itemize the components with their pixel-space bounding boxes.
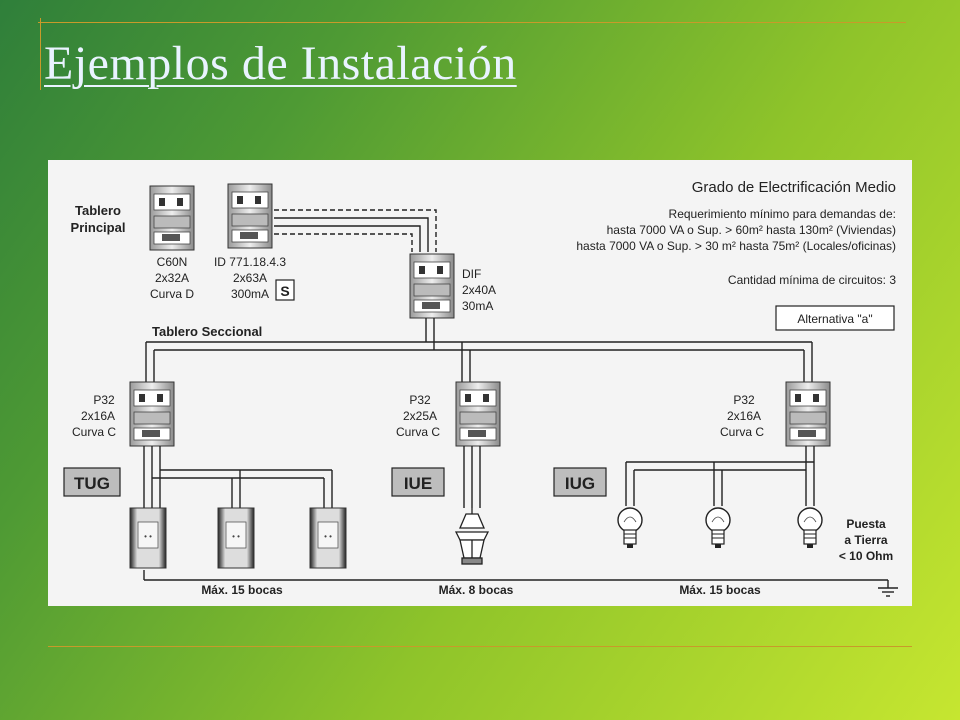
bulb-icon-2 — [705, 507, 731, 549]
bulb-icon-3 — [797, 507, 823, 549]
max-iue-label: Máx. 8 bocas — [439, 583, 514, 597]
p32-iue-label-1: P32 — [409, 393, 431, 407]
circuit-iug-box — [553, 467, 607, 497]
p32-iue-breaker — [455, 381, 501, 447]
tablero-principal-line-2: Principal — [71, 220, 126, 235]
circuit-iue-box — [391, 467, 445, 497]
p32-tug-breaker — [129, 381, 175, 447]
left-rule — [40, 18, 41, 90]
diagram-heading: Grado de Electrificación Medio — [692, 179, 896, 196]
top-rule — [38, 22, 906, 23]
circuit-iug-label: IUG — [565, 474, 595, 493]
circuit-iue-label: IUE — [404, 474, 432, 493]
c60n-label-3: Curva D — [150, 287, 194, 301]
p32-iug-label-2: 2x16A — [727, 409, 761, 423]
c60n-breaker — [149, 185, 195, 251]
alternative-box — [775, 305, 895, 331]
requirement-line-2: hasta 7000 VA o Sup. > 60m² hasta 130m² … — [607, 223, 896, 237]
s-mark: S — [280, 283, 289, 299]
socket-outlet-3 — [309, 507, 347, 569]
dif-label-3: 30mA — [462, 299, 493, 313]
alternative-label: Alternativa "a" — [797, 312, 872, 326]
branch-wiring — [143, 446, 898, 597]
max-iug-label: Máx. 15 bocas — [679, 583, 761, 597]
max-tug-label: Máx. 15 bocas — [201, 583, 283, 597]
p32-iue-label-3: Curva C — [396, 425, 440, 439]
c60n-label-2: 2x32A — [155, 271, 189, 285]
p32-iug-breaker — [785, 381, 831, 447]
circuit-tug-label: TUG — [74, 474, 110, 493]
ground-label-2: a Tierra — [844, 533, 887, 547]
tablero-principal-line-1: Tablero — [75, 203, 121, 218]
p32-iug-label-3: Curva C — [720, 425, 764, 439]
electrical-installation-diagram: • • Grado de Electrificación Medio Reque… — [48, 160, 912, 606]
bottom-rule — [48, 646, 912, 647]
p32-tug-label-3: Curva C — [72, 425, 116, 439]
s-mark-box — [275, 279, 295, 301]
p32-iue-label-2: 2x25A — [403, 409, 437, 423]
id-label-2: 2x63A — [233, 271, 267, 285]
dif-breaker — [409, 253, 455, 319]
c60n-label-1: C60N — [157, 255, 188, 269]
min-circuits-label: Cantidad mínima de circuitos: 3 — [728, 273, 896, 287]
bulb-icon-1 — [617, 507, 643, 549]
dif-label-1: DIF — [462, 267, 481, 281]
circuit-tug-box — [63, 467, 121, 497]
p32-tug-label-1: P32 — [93, 393, 115, 407]
ground-label-3: < 10 Ohm — [839, 549, 893, 563]
id-label-3: 300mA — [231, 287, 269, 301]
id-differential-breaker — [227, 183, 273, 249]
p32-iug-label-1: P32 — [733, 393, 755, 407]
requirement-line-1: Requerimiento mínimo para demandas de: — [669, 207, 896, 221]
ground-label-1: Puesta — [846, 517, 886, 531]
p32-tug-label-2: 2x16A — [81, 409, 115, 423]
main-feeder-lines — [274, 209, 437, 252]
socket-outlet-1 — [129, 507, 167, 569]
requirement-line-3: hasta 7000 VA o Sup. > 30 m² hasta 75m² … — [576, 239, 896, 253]
id-label-1: ID 771.18.4.3 — [214, 255, 286, 269]
distribution-bus — [145, 318, 813, 382]
socket-outlet-2 — [217, 507, 255, 569]
lantern-icon — [454, 508, 490, 565]
tablero-seccional-label: Tablero Seccional — [152, 324, 262, 339]
slide-title: Ejemplos de Instalación — [44, 37, 517, 90]
dif-label-2: 2x40A — [462, 283, 496, 297]
